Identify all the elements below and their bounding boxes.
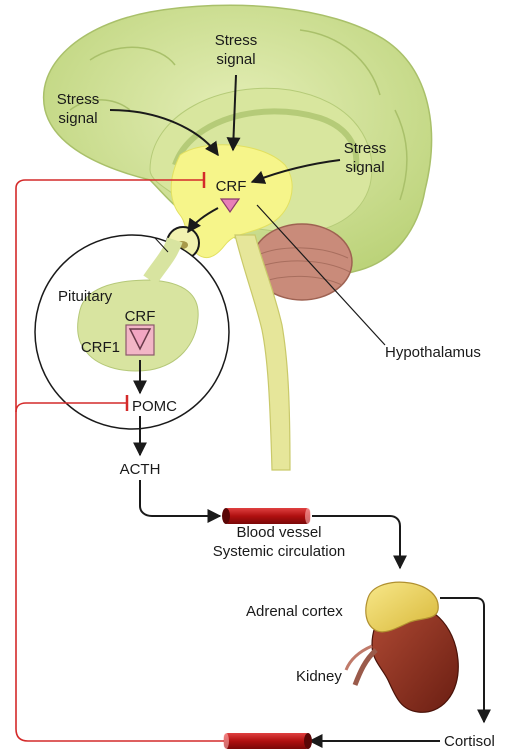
blood-vessel-icon bbox=[222, 508, 311, 524]
pituitary-label: Pituitary bbox=[58, 288, 113, 305]
stress-signal-left-line2: signal bbox=[58, 110, 97, 127]
adrenal-cortex-label: Adrenal cortex bbox=[246, 603, 343, 620]
stress-signal-top-line1: Stress bbox=[215, 32, 258, 49]
systemic-circulation-label: Systemic circulation bbox=[213, 543, 346, 560]
acth-label: ACTH bbox=[120, 461, 161, 478]
crf1-receptor-icon bbox=[126, 325, 154, 355]
crf-brain-label: CRF bbox=[216, 178, 247, 195]
cortisol-label: Cortisol bbox=[444, 733, 495, 750]
blood-vessel-label: Blood vessel bbox=[236, 524, 321, 541]
stress-signal-right-line1: Stress bbox=[344, 140, 387, 157]
acth-to-vessel-arrow bbox=[140, 480, 220, 516]
stress-signal-top-line2: signal bbox=[216, 51, 255, 68]
vessel-to-adrenal-arrow bbox=[312, 516, 400, 568]
kidney-label: Kidney bbox=[296, 668, 342, 685]
hypothalamus-label: Hypothalamus bbox=[385, 344, 481, 361]
crf-pituitary-label: CRF bbox=[125, 308, 156, 325]
stress-signal-left-line1: Stress bbox=[57, 91, 100, 108]
blood-vessel-bottom-icon bbox=[223, 733, 312, 749]
stress-signal-right-line2: signal bbox=[345, 159, 384, 176]
pomc-label: POMC bbox=[132, 398, 177, 415]
crf1-label: CRF1 bbox=[81, 339, 120, 356]
